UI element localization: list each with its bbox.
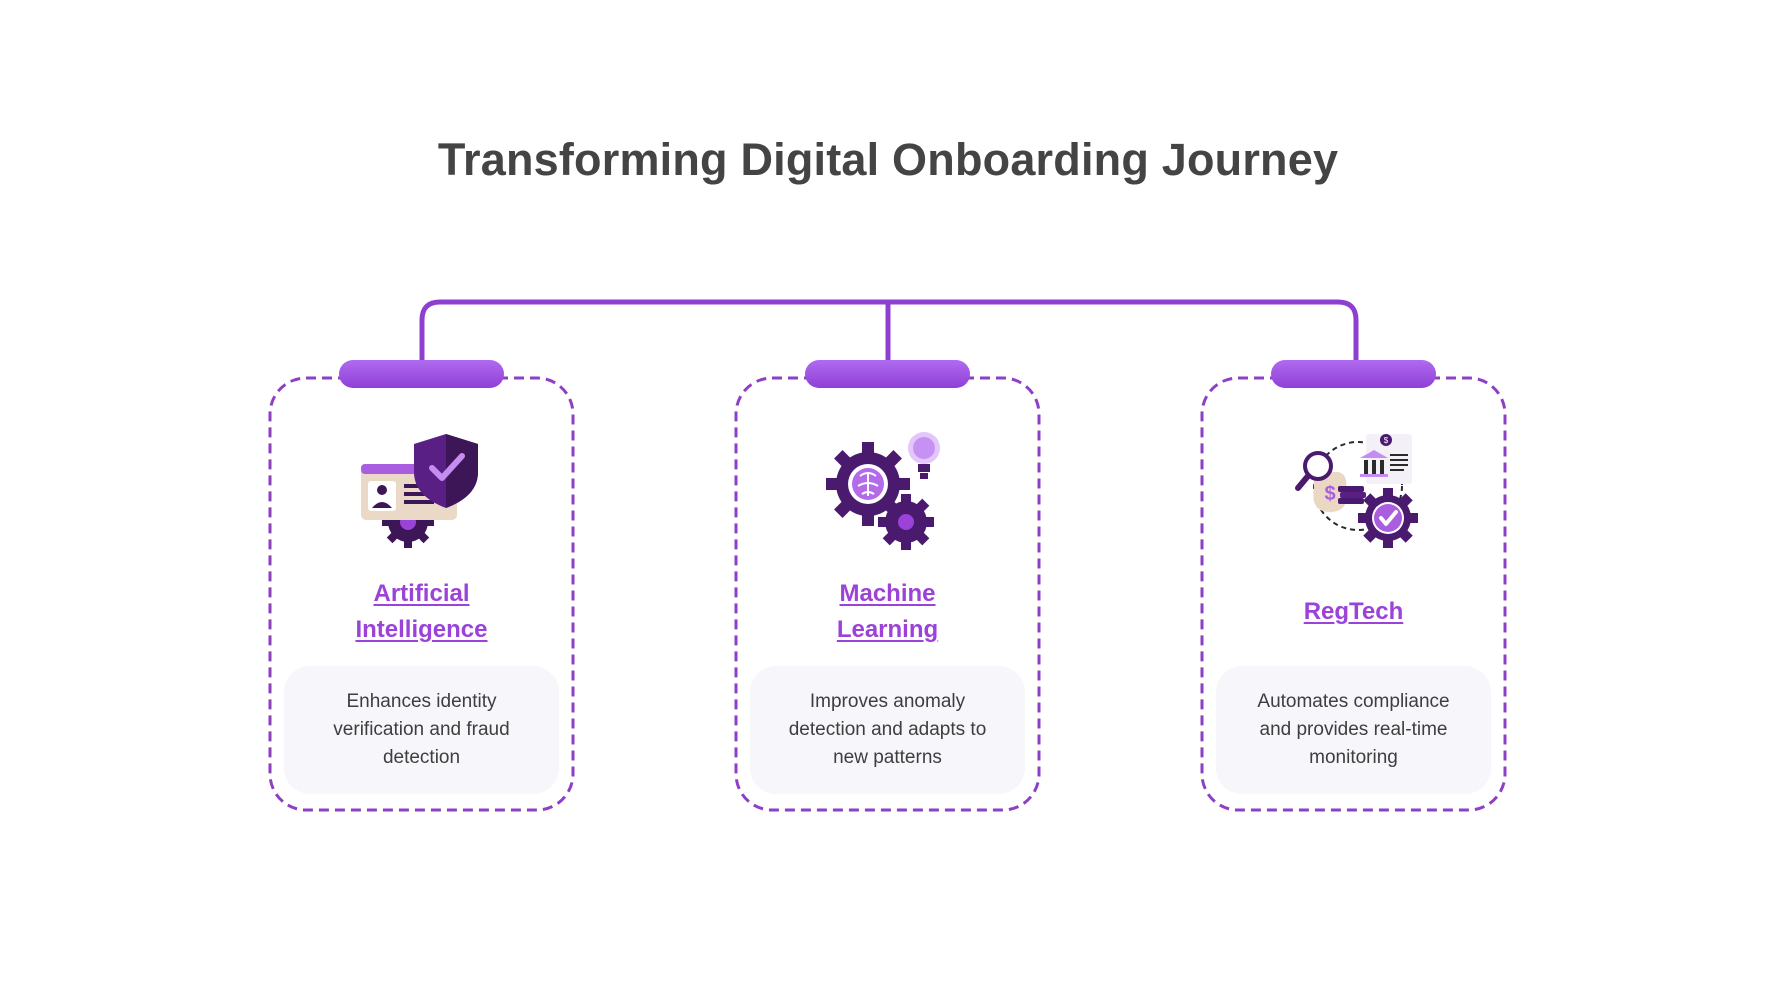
bank-magnifier-checkmark-icon: $ $ [1290,426,1420,556]
svg-text:$: $ [1324,483,1335,505]
connector-line-left [422,302,888,360]
card-title-link[interactable]: Artificial Intelligence [288,572,555,652]
card-tab [805,360,970,388]
gears-brain-lightbulb-icon [824,426,954,556]
card-artificial-intelligence: Artificial Intelligence Enhances identit… [268,376,575,812]
card-machine-learning: Machine Learning Improves anomaly detect… [734,376,1041,812]
card-tab [1271,360,1436,388]
page-title: Transforming Digital Onboarding Journey [0,134,1776,186]
connector-line-right [888,302,1356,360]
card-description: Improves anomaly detection and adapts to… [750,666,1025,794]
card-title-link[interactable]: Machine Learning [754,572,1021,652]
shield-id-card-gear-icon [358,426,488,556]
card-description: Enhances identity verification and fraud… [284,666,559,794]
card-regtech: $ $ [1200,376,1507,812]
card-title-link[interactable]: RegTech [1220,572,1487,652]
card-tab [339,360,504,388]
card-description: Automates compliance and provides real-t… [1216,666,1491,794]
svg-text:$: $ [1384,436,1389,445]
